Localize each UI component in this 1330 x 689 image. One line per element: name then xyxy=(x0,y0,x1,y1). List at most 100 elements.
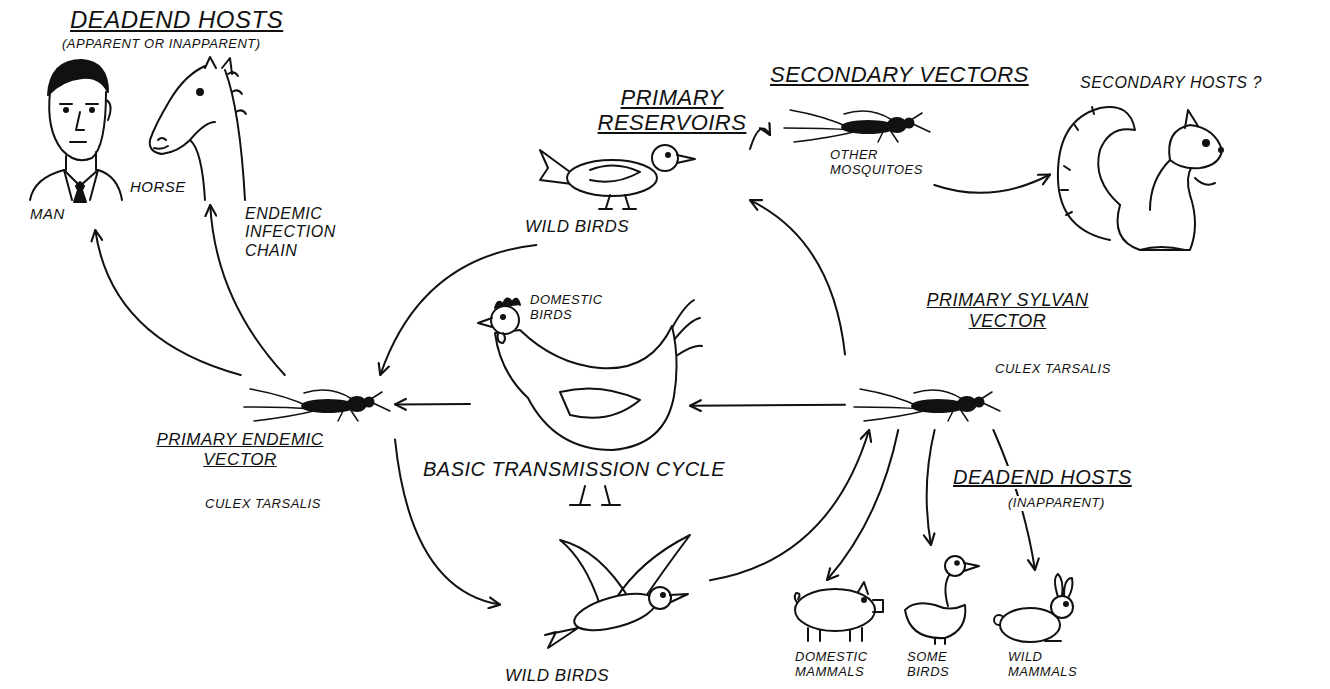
duck-figure xyxy=(905,556,979,644)
pig-figure xyxy=(858,582,868,594)
some-birds: SOME BIRDS xyxy=(895,545,975,687)
man-host: MAN xyxy=(15,55,125,230)
rabbit-figure xyxy=(1045,640,1061,642)
rabbit-figure xyxy=(1000,608,1060,642)
arrow-connector xyxy=(750,200,845,354)
man-figure xyxy=(30,60,122,202)
domestic-birds: DOMESTIC BIRDS xyxy=(470,285,690,455)
endemic-vector: PRIMARY ENDEMIC VECTOR CULEX TARSALIS xyxy=(150,375,395,515)
node-label: HORSE xyxy=(130,178,186,195)
node-label: SECONDARY VECTORS xyxy=(770,62,1029,87)
arrow-connector xyxy=(934,175,1050,193)
pig-figure xyxy=(795,582,883,641)
wild-bird-perched xyxy=(666,153,670,157)
annotation-label: BASIC TRANSMISSION CYCLE xyxy=(420,458,728,481)
mosquito-secondary xyxy=(784,110,930,142)
annotation-label: DEADEND HOSTS xyxy=(950,466,1135,489)
mosquito-sylvan xyxy=(854,389,1000,421)
man-figure xyxy=(74,182,86,202)
arrow-connector xyxy=(380,245,536,375)
man-figure xyxy=(70,112,86,142)
wild-bird-perched xyxy=(590,165,640,181)
squirrel-figure xyxy=(1058,107,1223,250)
man-figure xyxy=(90,108,94,112)
arrow-connector xyxy=(827,430,898,580)
squirrel-figure xyxy=(1061,107,1094,215)
horse-figure xyxy=(205,57,232,74)
node-label: WILD BIRDS xyxy=(505,666,609,686)
chicken-figure xyxy=(495,298,520,308)
secondary-vector: SECONDARY VECTORS OTHER MOSQUITOES xyxy=(770,60,1035,185)
rabbit-figure xyxy=(1051,596,1073,618)
wild-mammals: WILD MAMMALS xyxy=(990,570,1090,687)
duck-figure xyxy=(905,603,965,638)
pig-figure xyxy=(873,600,883,612)
wild-bird-flying xyxy=(649,587,671,609)
wild-bird-flying xyxy=(661,593,665,597)
horse-host: HORSE xyxy=(125,50,245,205)
node-label: SECONDARY HOSTS ? xyxy=(1080,74,1262,92)
squirrel-figure xyxy=(1058,107,1135,240)
sylvan-vector: PRIMARY SYLVAN VECTORCULEX TARSALIS xyxy=(845,290,1125,430)
mosquito-secondary xyxy=(784,110,930,142)
arrow-connector xyxy=(395,403,470,405)
chicken-figure xyxy=(570,486,620,505)
horse-figure xyxy=(197,89,203,95)
annotation-label: ENDEMIC INFECTION CHAIN xyxy=(245,205,355,260)
chicken-figure xyxy=(501,315,505,319)
duck-figure xyxy=(945,574,950,606)
duck-figure xyxy=(964,563,979,571)
wild-bird-perched xyxy=(677,155,695,163)
wild-bird-perched xyxy=(567,160,657,196)
squirrel-figure xyxy=(1219,148,1223,152)
node-label: PRIMARY ENDEMIC VECTOR xyxy=(155,430,325,469)
man-figure xyxy=(49,92,106,160)
arrow-connector xyxy=(750,129,770,149)
node-label: CULEX TARSALIS xyxy=(995,362,1111,377)
horse-figure xyxy=(154,122,215,149)
squirrel-figure xyxy=(1140,178,1215,250)
man-figure xyxy=(64,108,68,112)
arrow-connector xyxy=(927,430,935,545)
node-label: SOME BIRDS xyxy=(907,650,967,680)
node-label: OTHER MOSQUITOES xyxy=(830,148,925,178)
node-label: PRIMARY RESERVOIRS xyxy=(597,85,747,136)
rabbit-figure xyxy=(1064,602,1068,606)
wild-bird-flying xyxy=(571,587,660,638)
secondary-host: SECONDARY HOSTS ? xyxy=(1050,70,1290,260)
squirrel-figure xyxy=(1169,125,1222,168)
wild-bird-flying xyxy=(545,628,578,648)
node-label: MAN xyxy=(30,205,65,222)
wild-bird-perched xyxy=(599,195,636,209)
chicken-figure xyxy=(491,306,519,334)
reservoir-birds: PRIMARY RESERVOIRS WILD BIRDS xyxy=(525,85,750,245)
node-label: WILD BIRDS xyxy=(525,217,629,237)
rabbit-figure xyxy=(994,574,1073,642)
squirrel-figure xyxy=(1203,140,1209,146)
duck-figure xyxy=(935,638,945,644)
node-label: DOMESTIC BIRDS xyxy=(530,293,610,323)
node-label: DOMESTIC MAMMALS xyxy=(795,650,875,680)
chicken-figure xyxy=(498,333,505,343)
pig-figure xyxy=(862,598,866,602)
man-figure xyxy=(106,100,111,120)
chicken-figure xyxy=(495,326,677,450)
arrow-connector xyxy=(690,404,845,407)
wild-birds: WILD BIRDS xyxy=(500,525,710,688)
annotation-label: DEADEND HOSTS xyxy=(70,6,283,34)
squirrel-figure xyxy=(1185,110,1198,128)
annotation-label: (APPARENT OR INAPPARENT) xyxy=(62,37,261,52)
duck-figure xyxy=(945,556,965,576)
mosquito-endemic xyxy=(244,389,390,421)
duck-figure xyxy=(955,561,959,565)
arrow-connector xyxy=(95,230,240,375)
node-label: CULEX TARSALIS xyxy=(205,497,321,512)
chicken-figure xyxy=(478,318,492,327)
squirrel-figure xyxy=(1150,160,1170,210)
man-figure xyxy=(66,152,96,170)
node-label: WILD MAMMALS xyxy=(1008,650,1086,680)
mosquito-sylvan xyxy=(854,389,1000,421)
mosquito-endemic xyxy=(244,389,390,421)
chicken-figure xyxy=(560,388,640,417)
